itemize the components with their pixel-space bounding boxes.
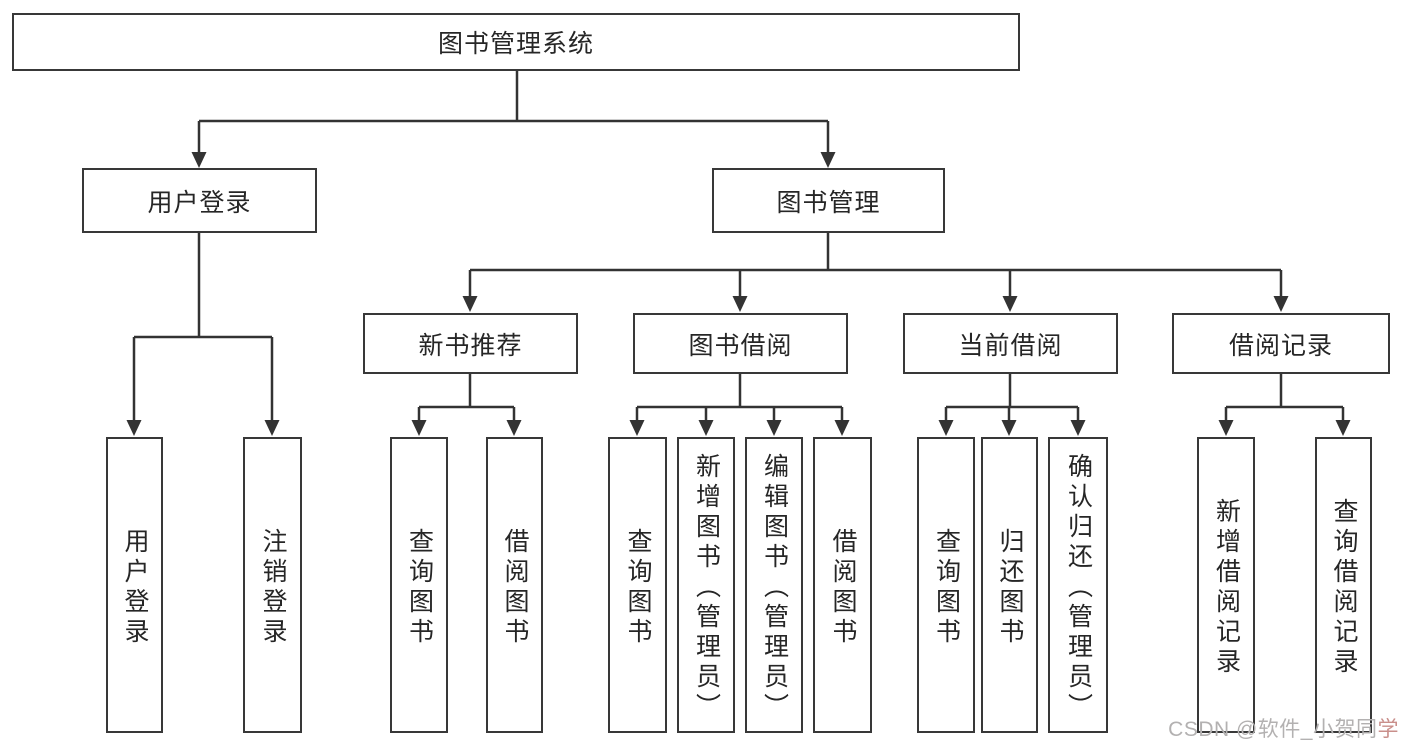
node-label: 借阅图书	[829, 527, 857, 648]
node-label: 当前借阅	[958, 331, 1063, 360]
leaf-br-add-record: 新增借阅记录	[1197, 437, 1255, 733]
node-label: 查询图书	[405, 527, 434, 648]
node-book-management: 图书管理	[712, 168, 945, 233]
arrow-down-icon	[126, 420, 142, 436]
arrow-down-icon	[1001, 420, 1017, 436]
watermark-accent: 学	[1377, 718, 1399, 741]
node-label: 归还图书	[996, 527, 1024, 648]
arrow-down-icon	[1218, 420, 1234, 436]
node-user-login: 用户登录	[82, 168, 317, 233]
leaf-nbr-borrow-books: 借阅图书	[486, 437, 543, 733]
node-label: 确认归还（管理员）	[1064, 452, 1093, 723]
leaf-cb-confirm-return-admin: 确认归还（管理员）	[1048, 437, 1108, 733]
node-label: 新增借阅记录	[1212, 497, 1241, 678]
tree-connector-path	[132, 70, 1345, 421]
leaf-br-query-record: 查询借阅记录	[1315, 437, 1372, 733]
leaf-logout: 注销登录	[243, 437, 302, 733]
node-label: 用户登录	[147, 188, 252, 217]
node-label: 借阅图书	[501, 527, 529, 648]
arrow-down-icon	[1070, 420, 1086, 436]
arrow-down-icon	[411, 420, 427, 436]
arrow-down-icon	[264, 420, 280, 436]
node-new-book-recommend: 新书推荐	[363, 313, 578, 374]
node-label: 查询借阅记录	[1330, 497, 1358, 678]
node-borrowing-records: 借阅记录	[1172, 313, 1390, 374]
node-label: 图书借阅	[688, 331, 793, 360]
node-label: 新增图书（管理员）	[692, 452, 721, 723]
arrow-down-icon	[1335, 420, 1351, 436]
leaf-user-login: 用户登录	[106, 437, 163, 733]
arrow-down-icon	[1002, 296, 1018, 312]
arrow-down-icon	[698, 420, 714, 436]
arrow-down-icon	[938, 420, 954, 436]
arrow-down-icon	[766, 420, 782, 436]
arrowhead-icons	[126, 152, 1351, 436]
node-label: 查询图书	[932, 527, 961, 648]
node-book-borrowing: 图书借阅	[633, 313, 848, 374]
node-label: 用户登录	[121, 527, 149, 648]
node-label: 图书管理系统	[437, 30, 594, 58]
node-label: 借阅记录	[1228, 331, 1333, 360]
node-label: 图书管理	[776, 188, 881, 217]
arrow-down-icon	[1273, 296, 1289, 312]
node-root: 图书管理系统	[12, 13, 1020, 71]
leaf-cb-query-books: 查询图书	[917, 437, 975, 733]
leaf-cb-return-books: 归还图书	[981, 437, 1038, 733]
arrow-down-icon	[732, 296, 748, 312]
node-label: 查询图书	[624, 527, 652, 648]
watermark-text: CSDN @软件_小贺同	[1168, 718, 1378, 741]
arrow-down-icon	[820, 152, 836, 168]
arrow-down-icon	[629, 420, 645, 436]
arrow-down-icon	[462, 296, 478, 312]
node-current-borrowing: 当前借阅	[903, 313, 1118, 374]
leaf-nbr-query-books: 查询图书	[390, 437, 448, 733]
leaf-bb-borrow-books: 借阅图书	[813, 437, 872, 733]
node-label: 注销登录	[259, 527, 287, 648]
arrow-down-icon	[506, 420, 522, 436]
node-label: 编辑图书（管理员）	[760, 452, 789, 723]
leaf-bb-edit-books-admin: 编辑图书（管理员）	[745, 437, 803, 733]
watermark: CSDN @软件_小贺同学	[1168, 713, 1399, 743]
arrow-down-icon	[191, 152, 207, 168]
node-label: 新书推荐	[418, 331, 523, 360]
leaf-bb-query-books: 查询图书	[608, 437, 667, 733]
leaf-bb-add-books-admin: 新增图书（管理员）	[677, 437, 735, 733]
arrow-down-icon	[834, 420, 850, 436]
